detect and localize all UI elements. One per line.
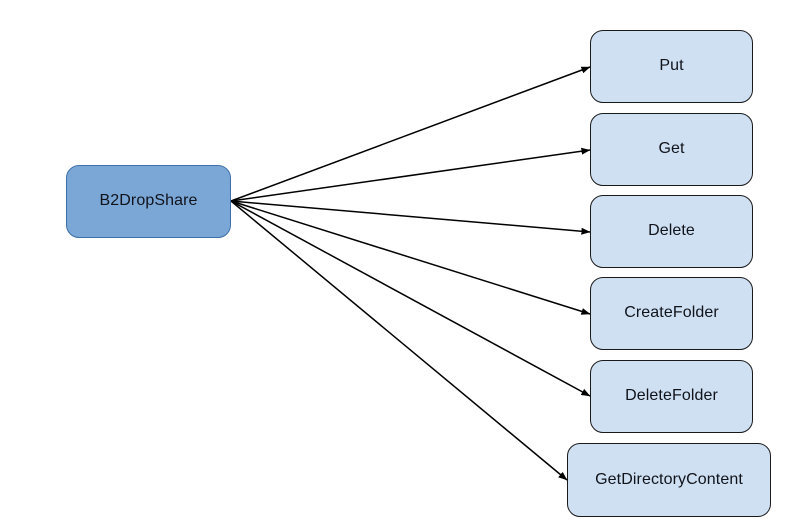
node-operation[interactable]: Delete bbox=[590, 195, 753, 268]
edge-arrow bbox=[230, 200, 591, 235]
edge-arrow bbox=[230, 200, 568, 481]
node-label-source: B2DropShare bbox=[99, 192, 198, 210]
node-operation[interactable]: GetDirectoryContent bbox=[567, 443, 771, 517]
node-label-operation: Delete bbox=[648, 222, 695, 240]
node-label-operation: Put bbox=[659, 57, 684, 75]
node-operation[interactable]: Get bbox=[590, 113, 753, 186]
edge-arrow bbox=[230, 147, 591, 202]
node-operation[interactable]: Put bbox=[590, 30, 753, 103]
edge-group bbox=[230, 66, 591, 481]
node-label-operation: GetDirectoryContent bbox=[595, 470, 743, 488]
edge-arrow bbox=[230, 66, 591, 202]
node-operation[interactable]: CreateFolder bbox=[590, 277, 753, 350]
node-label-operation: DeleteFolder bbox=[625, 387, 718, 405]
node-label-operation: Get bbox=[658, 140, 685, 158]
node-operation[interactable]: DeleteFolder bbox=[590, 360, 753, 433]
node-b2dropshare[interactable]: B2DropShare bbox=[66, 165, 231, 238]
edge-arrow bbox=[230, 200, 591, 315]
edge-arrow bbox=[230, 200, 591, 397]
node-label-operation: CreateFolder bbox=[624, 304, 719, 322]
